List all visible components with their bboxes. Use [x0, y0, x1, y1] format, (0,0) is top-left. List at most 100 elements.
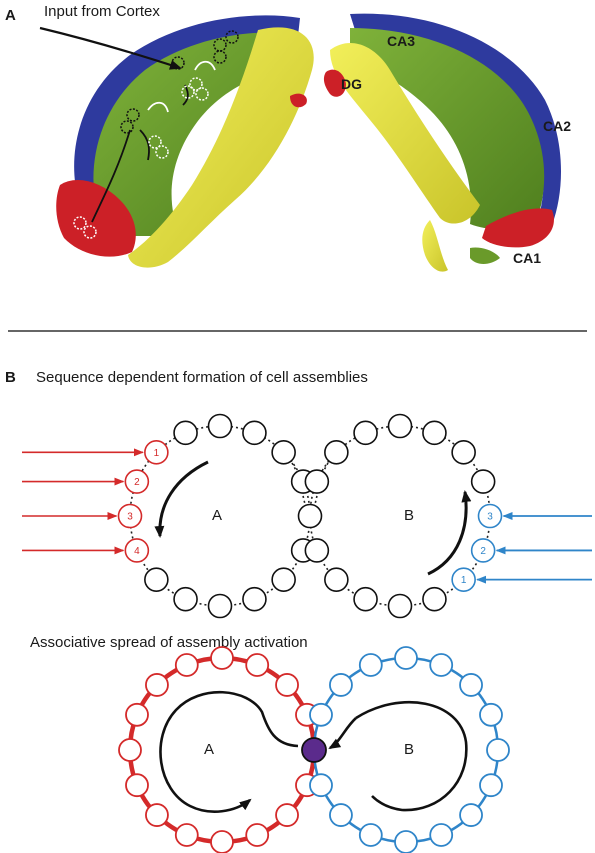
spread-cell-a	[145, 803, 169, 827]
spread-cell-b	[329, 673, 353, 697]
assembly-b-cell	[451, 440, 476, 465]
assembly-b-cell	[353, 420, 378, 446]
spread-cell-b	[358, 653, 383, 677]
sequence-title: Sequence dependent formation of cell ass…	[36, 369, 368, 386]
spread-cell-a	[275, 673, 299, 697]
spread-cell-b	[309, 773, 333, 798]
spread-cell-b	[358, 823, 383, 847]
assembly-a-input-cell	[124, 469, 150, 494]
spread-cell-b	[459, 673, 483, 697]
assembly-b-cell	[324, 440, 349, 465]
spread-cell-b	[479, 773, 503, 798]
assembly-b-input-cell	[451, 567, 476, 592]
spread-cell-a	[245, 823, 270, 847]
assembly-a-cell	[173, 586, 198, 612]
spread-cell-a	[245, 653, 270, 677]
assembly-a-input-cell	[144, 440, 169, 465]
red-order-label: 1	[154, 448, 160, 459]
spread-cell-a	[174, 823, 199, 847]
assembly-b-input-cell	[470, 538, 496, 563]
ca1-region-left	[56, 180, 136, 257]
dg-label: DG	[341, 76, 362, 92]
spread-arrow-b	[328, 717, 357, 750]
blue-order-label: 3	[487, 512, 493, 523]
assembly-a-input-cell	[117, 503, 143, 529]
hippocampus-right	[323, 13, 562, 272]
sequence-assemblies: 1 4 3 2 1 2 3	[22, 413, 592, 619]
red-order-label: 3	[127, 512, 133, 523]
assembly-a-cell	[242, 586, 267, 612]
spread-cell-a	[210, 646, 234, 670]
assembly-b-cell	[422, 420, 447, 446]
blue-order-label: 2	[480, 546, 486, 557]
ca3-region-left	[93, 32, 309, 237]
spread-cell-a	[125, 702, 149, 727]
panel-a-letter: A	[5, 7, 16, 24]
hippocampus-left	[56, 15, 314, 268]
ca1-tip-right	[323, 69, 346, 97]
spread-cell-b	[329, 803, 353, 827]
ca2-region-left	[74, 15, 300, 233]
spread-cell-b	[486, 738, 510, 762]
cortex-input-arrow	[39, 26, 182, 70]
spread-arrow-a	[159, 690, 299, 813]
assembly-a-cell	[271, 567, 296, 592]
ca1-tip-left	[290, 93, 307, 108]
input-from-cortex-label: Input from Cortex	[44, 3, 160, 20]
spread-cell-a	[125, 773, 149, 798]
assembly-b-cell	[387, 413, 413, 439]
assembly-a-cell	[271, 440, 296, 465]
spread-cell-a	[118, 738, 142, 762]
assembly-a-input-cell	[124, 538, 150, 563]
spread-cell-a	[210, 830, 234, 853]
trisynaptic-path	[91, 60, 216, 223]
ca3-label: CA3	[387, 33, 415, 49]
spread-cell-a	[145, 673, 169, 697]
assembly-b-cell	[470, 469, 496, 494]
assembly-a-cell	[207, 413, 233, 439]
ca3-region-right	[350, 28, 545, 230]
spread-assembly-a-label: A	[204, 741, 214, 758]
ca3-fragment-right	[470, 247, 500, 264]
sequence-arrow-a	[154, 460, 209, 538]
blue-order-label: 1	[461, 575, 467, 586]
dg-region-right	[330, 42, 480, 224]
red-order-label: 2	[134, 477, 140, 488]
shared-activated-cell	[301, 737, 327, 763]
dentate-cell-clusters	[73, 30, 239, 239]
assembly-b-cell	[304, 538, 330, 563]
ca2-region-right	[350, 13, 562, 225]
ca1-label: CA1	[513, 250, 541, 266]
spread-cell-b	[394, 646, 418, 670]
assembly-a-cell	[173, 420, 198, 446]
assembly-b-cell	[422, 586, 447, 612]
assembly-b-cell	[387, 593, 413, 619]
sequence-arrow-b	[427, 490, 472, 576]
spread-cell-a	[275, 803, 299, 827]
shared-cell	[297, 503, 323, 529]
panel-b-letter: B	[5, 369, 16, 386]
assembly-b-cell	[353, 586, 378, 612]
assembly-b-cell	[304, 469, 330, 494]
ca1-region-right	[482, 208, 554, 248]
spread-cell-b	[429, 653, 454, 677]
spread-cell-b	[309, 702, 333, 727]
dg-tail-right	[422, 220, 448, 272]
dg-region-left	[128, 27, 314, 268]
spread-cell-b	[459, 803, 483, 827]
spread-cell-b	[429, 823, 454, 847]
spread-cell-b	[394, 830, 418, 853]
assembly-a-cell	[144, 567, 169, 592]
assembly-a-cell	[207, 593, 233, 619]
spread-cell-a	[174, 653, 199, 677]
sequence-assembly-b-label: B	[404, 507, 414, 524]
assembly-a-cell	[242, 420, 267, 446]
spread-curve-b	[355, 700, 468, 812]
spread-title: Associative spread of assembly activatio…	[30, 634, 308, 651]
assembly-b-input-cell	[477, 503, 503, 529]
ca2-label: CA2	[543, 118, 571, 134]
spread-cell-b	[479, 702, 503, 727]
red-order-label: 4	[134, 546, 140, 557]
spread-assemblies	[118, 646, 510, 853]
